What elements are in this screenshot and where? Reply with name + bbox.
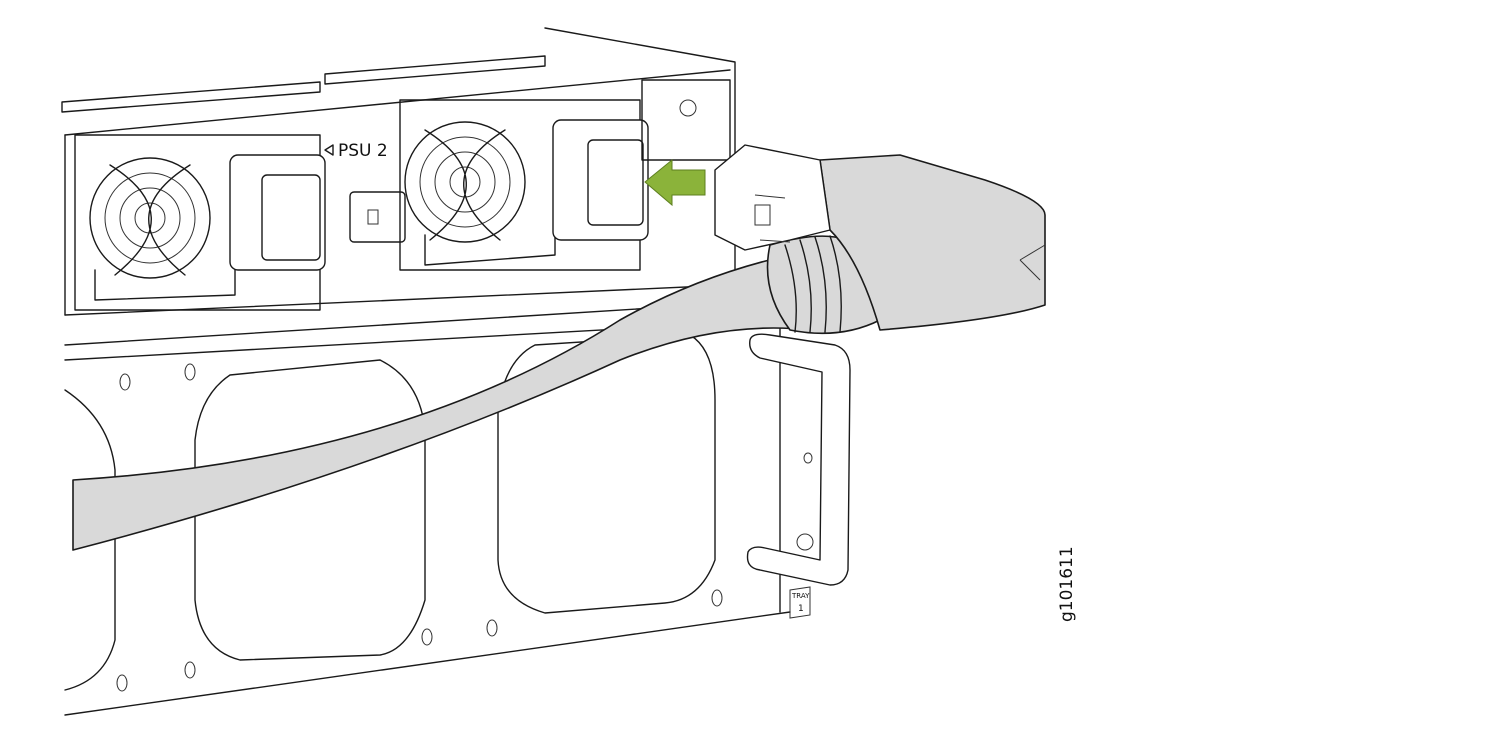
svg-text:1: 1 [798, 604, 804, 614]
psu2-label: PSU 2 [324, 141, 388, 161]
power-cord [72, 144, 1046, 551]
tray-handle[interactable] [746, 333, 851, 586]
insert-arrow-icon [644, 158, 706, 207]
chassis [61, 27, 813, 716]
svg-text:PSU 2: PSU 2 [338, 141, 388, 161]
svg-text:TRAY: TRAY [791, 592, 810, 600]
power-supply-right [399, 79, 731, 271]
power-supply-left [74, 134, 406, 311]
figure-id: g101611 [1057, 546, 1077, 622]
tray-label: TRAY 1 [789, 586, 811, 619]
